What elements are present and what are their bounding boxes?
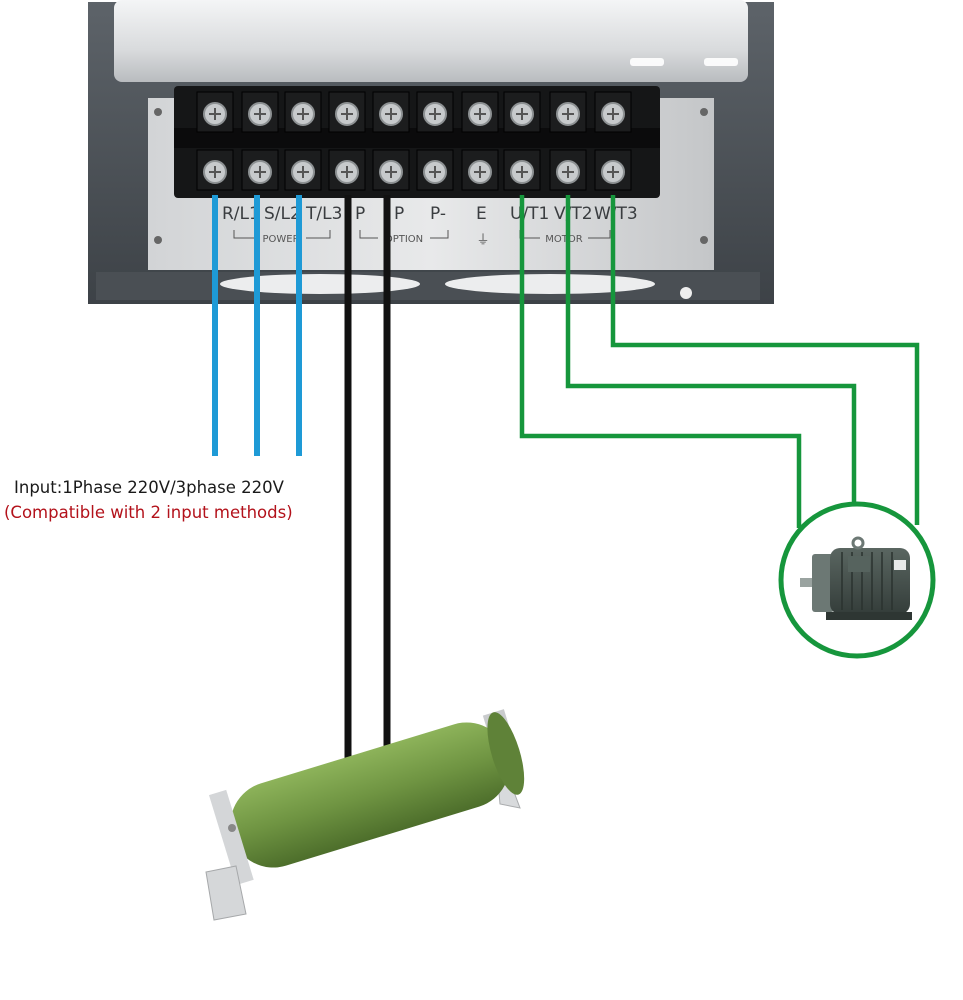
terminal-label-e: E bbox=[476, 204, 487, 224]
screw-slot bbox=[474, 166, 486, 178]
motor-icon bbox=[778, 501, 936, 659]
screw-slot bbox=[209, 108, 221, 120]
screw-slot bbox=[607, 108, 619, 120]
terminal-label-p2: P bbox=[394, 204, 404, 224]
ground-icon: ⏚ bbox=[476, 233, 489, 248]
screw-slot bbox=[429, 166, 441, 178]
screw-slot bbox=[562, 166, 574, 178]
input-compat-note: (Compatible with 2 input methods) bbox=[4, 503, 293, 522]
terminal-label-p1: P bbox=[355, 204, 365, 224]
wire-u bbox=[519, 195, 802, 528]
screw-slot bbox=[474, 108, 486, 120]
screw-slot bbox=[297, 166, 309, 178]
screw-slot bbox=[385, 108, 397, 120]
screw-slot bbox=[385, 166, 397, 178]
screw-slot bbox=[209, 166, 221, 178]
terminal-label-r: R/L1 bbox=[222, 204, 260, 224]
screw-slot bbox=[254, 166, 266, 178]
screw-slot bbox=[297, 108, 309, 120]
braking-resistor-icon bbox=[205, 709, 525, 921]
terminal-label-pm: P- bbox=[430, 204, 446, 224]
screw-slot bbox=[341, 166, 353, 178]
screw-slot bbox=[562, 108, 574, 120]
wire-v bbox=[565, 195, 857, 503]
group-label-motor: MOTOR bbox=[545, 234, 582, 245]
screw-slot bbox=[429, 108, 441, 120]
wire-w bbox=[610, 195, 920, 525]
terminal-label-t: T/L3 bbox=[305, 204, 342, 224]
screw-slot bbox=[341, 108, 353, 120]
input-spec-label: Input:1Phase 220V/3phase 220V bbox=[14, 478, 284, 497]
terminal-label-w: W/T3 bbox=[594, 204, 638, 224]
screw-slot bbox=[254, 108, 266, 120]
power-wires bbox=[212, 195, 302, 456]
screw-slot bbox=[516, 166, 528, 178]
group-label-power: POWER bbox=[262, 234, 299, 245]
brake-wires bbox=[344, 195, 391, 770]
motor-wires bbox=[519, 195, 920, 528]
group-label-option: OPTION bbox=[385, 234, 423, 245]
screw-slot bbox=[607, 166, 619, 178]
screw-slot bbox=[516, 108, 528, 120]
inverter-cover bbox=[114, 0, 748, 82]
terminal-label-s: S/L2 bbox=[264, 204, 301, 224]
terminal-block bbox=[174, 86, 660, 198]
terminal-label-v: V/T2 bbox=[554, 204, 593, 224]
terminal-label-u: U/T1 bbox=[510, 204, 549, 224]
